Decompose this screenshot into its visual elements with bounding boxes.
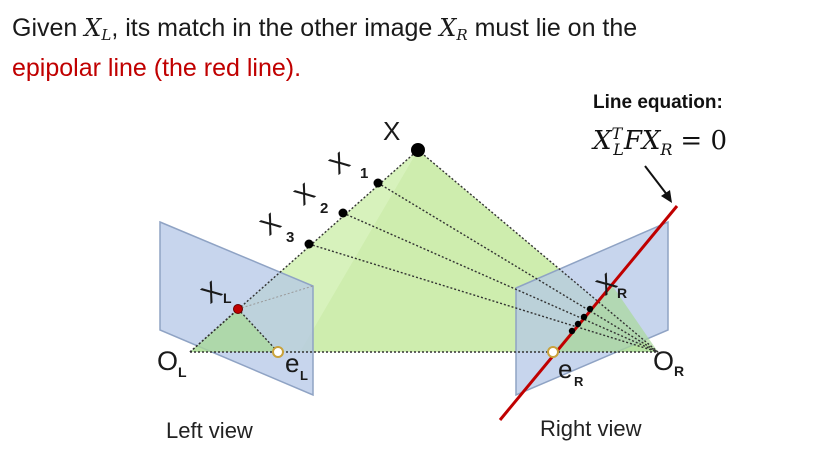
proj-x1-right [580, 313, 588, 321]
label-x: X [383, 116, 400, 146]
epipolar-line [498, 205, 679, 421]
left-plane-guide [237, 285, 314, 310]
label-xr-sub: R [617, 285, 627, 301]
left-view-label: Left view [166, 418, 253, 443]
label-or-sub: R [674, 363, 684, 379]
equation-arrow [644, 165, 669, 197]
eq-x2: X [641, 126, 661, 156]
label-xl-sub: L [223, 290, 232, 306]
epipole-el [272, 346, 284, 358]
label-ol-sub: L [178, 364, 187, 380]
eq-f: F [623, 126, 642, 156]
point-x [411, 143, 425, 157]
label-ol: O [157, 346, 178, 376]
label-x1-sub: 1 [360, 165, 368, 182]
line-equation: XTLFXR= 0 [593, 124, 727, 159]
ray-x1-or [377, 182, 659, 353]
ray-x3-or [308, 243, 659, 353]
equation-title: Line equation: [593, 92, 723, 113]
label-x2: X [288, 177, 320, 211]
caption-xl-sub: L [101, 26, 112, 44]
caption-xr-sub: R [456, 26, 468, 44]
label-x1: X [323, 146, 355, 180]
right-view-label: Right view [540, 416, 642, 441]
caption-xl: X [84, 14, 102, 42]
label-x2-sub: 2 [320, 200, 328, 217]
label-x3: X [254, 207, 286, 241]
proj-x-right [586, 305, 594, 313]
caption-line-1: Given XL, its match in the other image X… [12, 12, 637, 52]
proj-x2-right [574, 320, 582, 328]
eq-x1-sub: L [613, 140, 624, 159]
left-plane-triangle [190, 309, 278, 352]
caption-line-2: epipolar line (the red line). [12, 54, 302, 82]
ray-ol-xl [189, 308, 239, 353]
eq-rhs: = 0 [680, 126, 728, 156]
caption-text-a: Given [12, 14, 85, 42]
left-epipolar-segment [237, 308, 279, 353]
caption-text-c: must lie on the [467, 14, 638, 42]
label-er-sub: R [574, 374, 584, 389]
point-x3 [304, 239, 314, 249]
caption-text-b: , its match in the other image [111, 14, 440, 42]
label-el: e [285, 348, 299, 378]
eq-x1: X [593, 126, 612, 156]
label-or: O [653, 346, 674, 376]
epipole-er [547, 346, 559, 358]
right-plane-fan [553, 285, 658, 352]
label-x3-sub: 3 [286, 229, 294, 246]
caption: Given XL, its match in the other image X… [12, 12, 637, 85]
caption-xr: X [439, 14, 457, 42]
point-x2 [338, 208, 348, 218]
ray-x2-or [342, 212, 659, 353]
proj-x3-right [568, 327, 576, 335]
label-er: e [558, 354, 572, 384]
point-xl [233, 304, 243, 314]
point-x1 [373, 178, 383, 188]
eq-x2-sub: R [660, 140, 673, 159]
equation-arrow-head [661, 190, 672, 203]
label-el-sub: L [300, 368, 308, 383]
eq-x1-sup: T [611, 124, 623, 143]
ray-x-or [417, 149, 659, 353]
